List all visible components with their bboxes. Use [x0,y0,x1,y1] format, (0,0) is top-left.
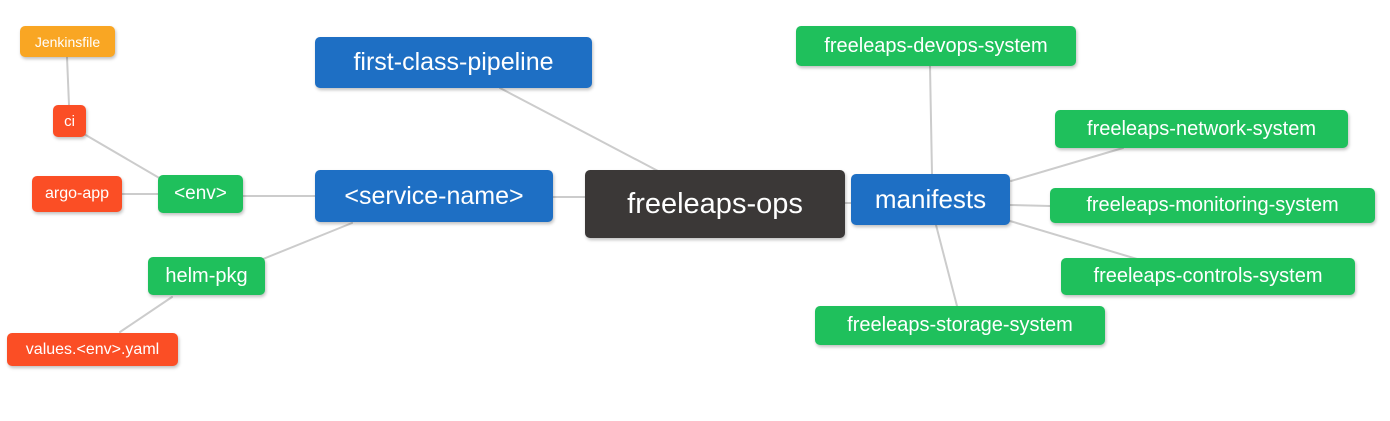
edge-manifests-controls [1009,220,1138,260]
edge-manifests-network [1010,147,1124,182]
node-env[interactable]: <env> [158,175,243,213]
node-first-class-pipeline[interactable]: first-class-pipeline [315,37,592,88]
node-argo-app[interactable]: argo-app [32,176,122,212]
node-controls-system[interactable]: freeleaps-controls-system [1061,258,1355,295]
node-network-system[interactable]: freeleaps-network-system [1055,110,1348,148]
node-service-name[interactable]: <service-name> [315,170,553,222]
edge-pipeline-ops [499,87,659,172]
edge-manifests-storage [935,224,958,307]
node-manifests[interactable]: manifests [851,174,1010,225]
edge-jenkinsfile-ci [66,56,70,106]
edge-devops-manifests [929,65,933,175]
node-jenkinsfile[interactable]: Jenkinsfile [20,26,115,57]
edge-values-helm-pkg [119,296,173,333]
node-devops-system[interactable]: freeleaps-devops-system [796,26,1076,66]
node-freeleaps-ops[interactable]: freeleaps-ops [585,170,845,238]
node-helm-pkg[interactable]: helm-pkg [148,257,265,295]
node-monitoring-system[interactable]: freeleaps-monitoring-system [1050,188,1375,223]
edge-ci-env [83,133,162,180]
node-values-env-yaml[interactable]: values.<env>.yaml [7,333,178,366]
edge-manifests-monitoring [1009,204,1051,207]
node-storage-system[interactable]: freeleaps-storage-system [815,306,1105,345]
edge-helm-pkg-service-name [262,222,353,260]
node-ci[interactable]: ci [53,105,86,137]
